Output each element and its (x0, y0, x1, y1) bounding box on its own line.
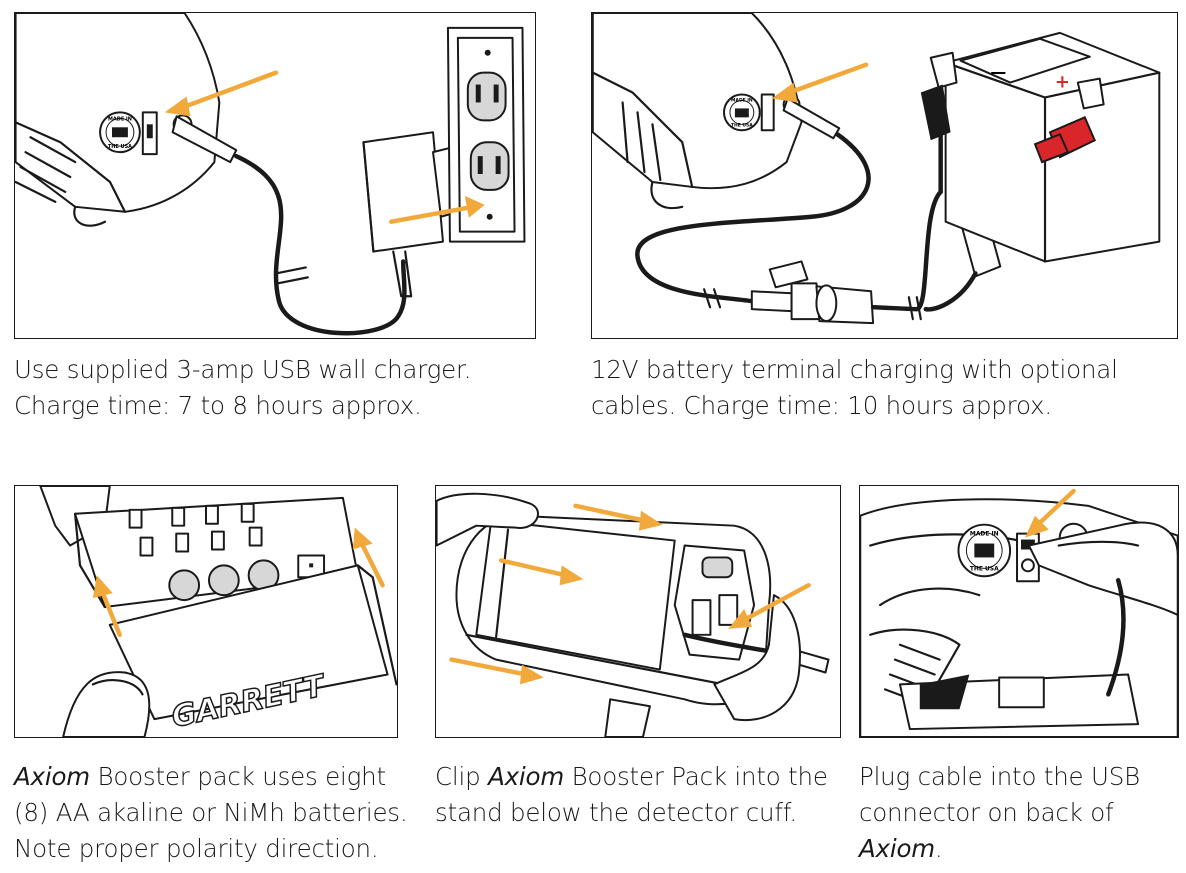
caption-italic: Axiom (488, 762, 564, 791)
caption-italic: Axiom (859, 834, 935, 863)
caption-line: cables. Charge time: 10 hours approx. (591, 391, 1052, 420)
caption-line: (8) AA akaline or NiMh batteries. (14, 798, 408, 827)
caption-line: Note proper polarity direction. (14, 834, 379, 863)
arrow-slide-middle (498, 558, 568, 578)
caption-booster-pack: Axiom Booster pack uses eight (8) AA aka… (14, 759, 408, 867)
arrow-insert-left (100, 590, 122, 638)
caption-wall-charger: Use supplied 3-amp USB wall charger. Cha… (14, 352, 471, 424)
caption-text: Booster Pack into the (563, 762, 828, 791)
arrow-wall-plug (389, 205, 471, 224)
caption-text: . (934, 834, 943, 863)
arrow-slide-bottom (449, 657, 529, 677)
made-in-usa-badge: MADE IN THE USA (722, 93, 761, 132)
badge-text-top: MADE IN (108, 116, 132, 122)
caption-line: Clip Axiom Booster Pack into the (435, 759, 828, 795)
arrow-insert-right (360, 543, 385, 588)
plug-cable-illustration: MADE IN THE USA (860, 488, 1178, 737)
arrow-plug-in (787, 62, 869, 95)
arrow-clip (741, 582, 811, 623)
arrow-plug-in (180, 70, 279, 110)
badge-text-bottom: THE USA (970, 565, 999, 572)
caption-italic: Axiom (14, 762, 90, 791)
badge-text-top: MADE IN (970, 531, 999, 538)
battery-minus-sign: — (990, 63, 1006, 82)
battery-terminal-illustration: MADE IN THE USA — + (592, 13, 1161, 325)
clip-pack-illustration (436, 492, 830, 737)
panel-booster-pack: GARRETT (14, 485, 398, 738)
caption-line: Plug cable into the USB (859, 762, 1140, 791)
caption-line: Charge time: 7 to 8 hours approx. (14, 391, 422, 420)
badge-text-bottom: THE USA (731, 122, 753, 128)
battery-plus-sign: + (1055, 72, 1070, 93)
caption-text: Clip (435, 762, 489, 791)
panel-battery-terminal: MADE IN THE USA — + (591, 12, 1178, 339)
badge-text-top: MADE IN (731, 97, 753, 103)
caption-line: Axiom. (859, 831, 1140, 867)
arrow-plug-usb (1036, 488, 1076, 526)
caption-clip-pack: Clip Axiom Booster Pack into the stand b… (435, 759, 828, 831)
caption-plug-cable: Plug cable into the USB connector on bac… (859, 759, 1140, 867)
caption-text: Booster pack uses eight (89, 762, 387, 791)
caption-line: Use supplied 3-amp USB wall charger. (14, 355, 472, 384)
arrow-slide-top (573, 503, 648, 523)
made-in-usa-badge: MADE IN THE USA (99, 111, 141, 154)
badge-text-bottom: THE USA (108, 144, 132, 150)
caption-line: stand below the detector cuff. (435, 798, 797, 827)
caption-line: 12V battery terminal charging with optio… (591, 355, 1118, 384)
caption-battery-terminal: 12V battery terminal charging with optio… (591, 352, 1118, 424)
panel-wall-charger: MADE IN THE USA (14, 12, 536, 339)
made-in-usa-badge: MADE IN THE USA (957, 523, 1012, 578)
battery-cells (128, 502, 263, 557)
caption-line: Axiom Booster pack uses eight (14, 759, 407, 795)
wall-charger-illustration: MADE IN THE USA (15, 13, 526, 336)
booster-pack-illustration: GARRETT (39, 486, 397, 737)
caption-line: connector on back of (859, 798, 1114, 827)
panel-plug-cable: MADE IN THE USA (859, 485, 1179, 738)
panel-clip-pack (435, 485, 841, 738)
